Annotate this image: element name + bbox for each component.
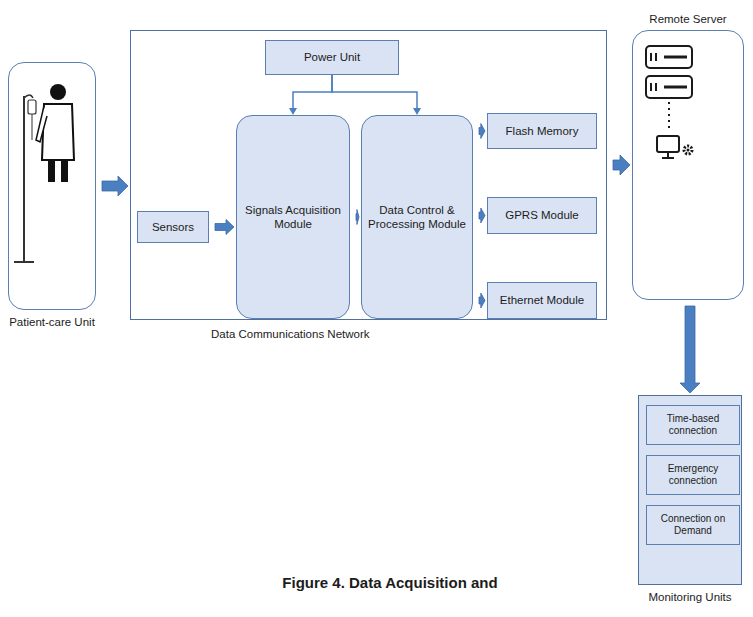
node-label: Data Communications Network [211,327,370,341]
power-line [332,75,417,109]
node-text: Power Unit [300,50,364,64]
patient-gown [42,104,74,160]
connector-arrow [356,210,359,225]
module-box: Signals Acquisition Module [236,115,350,319]
server-slot [664,86,687,89]
patient-leg [61,160,68,182]
node-text: Sensors [148,220,198,234]
server-led [655,83,657,91]
node-label: Monitoring Units [609,590,753,604]
arrow-head [413,108,421,115]
connection-box: Emergency connection [646,455,740,495]
block-arrow [479,124,485,139]
patient-leg [48,160,55,182]
connector-arrow [102,176,128,196]
patient-unit: Patient-care Unit [8,62,96,310]
iv-pole [23,96,25,262]
server-icon [646,46,692,158]
node-text: Flash Memory [502,124,583,138]
server-unit [646,46,692,68]
node-text: Time-based connection [647,413,739,438]
gear-hub [687,149,690,152]
iv-hook [24,95,33,98]
server-led [650,53,652,61]
block-arrow [680,306,700,393]
server-unit [646,76,692,98]
node-text: Data Control & Processing Module [362,203,472,232]
connector-arrow [680,306,700,393]
process-box: Sensors [137,211,209,243]
iv-base [14,261,34,263]
block-arrow [102,176,128,196]
connector-arrow [479,208,485,223]
patient-arm [36,106,47,142]
patient-head [50,84,66,100]
connector-arrow [332,75,421,115]
block-arrow [613,155,630,175]
iv-tube [32,114,33,140]
server-led [650,83,652,91]
power-line [293,75,332,109]
process-box: Flash Memory [487,113,597,149]
connector-arrow [289,75,332,115]
iv-bag [28,100,36,114]
node-text: Ethernet Module [496,293,588,307]
patient-figure [14,84,74,262]
connection-box: Connection on Demand [646,505,740,545]
server-box: Remote Server [632,30,744,300]
dotted-link [668,102,670,132]
network-frame: Data Communications NetworkPower UnitSen… [130,30,607,320]
monitor [657,136,679,152]
node-text: Connection on Demand [647,513,739,538]
process-box: GPRS Module [487,197,597,234]
connector-arrow [479,124,485,139]
connector-arrow [613,155,630,175]
connector-arrow [479,293,485,308]
connector-arrow [215,220,234,235]
monitor-stand [662,157,674,159]
block-arrow [356,210,359,225]
node-text: GPRS Module [501,208,583,222]
server-led [655,53,657,61]
connection-box: Time-based connection [646,405,740,445]
process-box: Ethernet Module [487,282,597,319]
gear [684,146,692,154]
node-text: Signals Acquisition Module [237,203,349,232]
node-text: Emergency connection [647,463,739,488]
block-arrow [479,208,485,223]
node-label: Patient-care Unit [0,315,125,329]
arrow-head [289,108,297,115]
process-box: Power Unit [265,40,399,75]
node-label: Remote Server [603,12,753,26]
monitoring-box: Monitoring UnitsTime-based connectionEme… [638,395,742,585]
module-box: Data Control & Processing Module [361,115,473,319]
block-arrow [479,293,485,308]
server-slot [664,56,687,59]
block-arrow [215,220,234,235]
figure-caption: Figure 4. Data Acquisition and [180,574,600,591]
